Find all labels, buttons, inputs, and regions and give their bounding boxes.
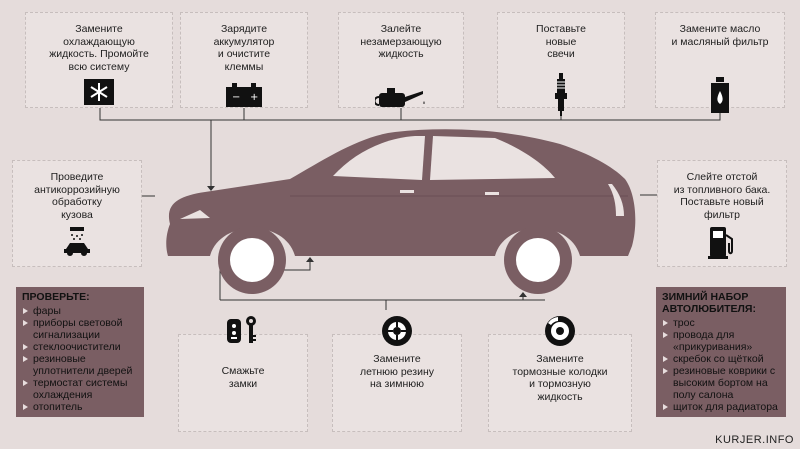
tip-anticorrosion-label: Проведите антикоррозийную обработку кузо… <box>34 171 120 221</box>
tip-locks: Смажьте замки <box>178 316 308 432</box>
svg-text:−: − <box>232 92 240 103</box>
spark-plug-icon <box>554 73 568 122</box>
tip-coolant-label: Замените охлаждающую жидкость. Промойте … <box>49 23 149 73</box>
tip-fuel-filter-label: Слейте отстой из топливного бака. Постав… <box>673 171 771 221</box>
tip-spark-plugs-label: Поставьте новые свечи <box>536 23 586 60</box>
tip-brakes-label: Замените тормозные колодки и тормозную ж… <box>512 353 608 403</box>
tip-oil-change-label: Замените масло и масляный фильтр <box>671 23 769 48</box>
check-list: фары приборы световой сигнализации стекл… <box>22 305 138 413</box>
car-key-icon <box>225 315 261 350</box>
winter-kit-list: трос провода для «прикуривания» скребок … <box>662 317 780 413</box>
list-item: резиновые коврики с высоким бортом на по… <box>662 365 780 401</box>
oil-canister-icon <box>709 77 731 118</box>
source-credit: KURJER.INFO <box>715 434 794 446</box>
tip-battery: Зарядите аккумулятор и очистите клеммы −… <box>180 12 308 108</box>
tip-coolant: Замените охлаждающую жидкость. Промойте … <box>25 12 173 108</box>
fuel-pump-icon <box>708 227 736 264</box>
snowflake-icon <box>84 79 114 110</box>
list-item: приборы световой сигнализации <box>22 317 138 341</box>
tip-tires: Замените летнюю резину на зимнюю <box>332 316 462 432</box>
list-item: фары <box>22 305 138 317</box>
list-item: термостат системы охлаждения <box>22 377 138 401</box>
tip-anticorrosion: Проведите антикоррозийную обработку кузо… <box>12 160 142 267</box>
check-panel: ПРОВЕРЬТЕ: фары приборы световой сигнали… <box>16 287 144 417</box>
list-item: щиток для радиатора <box>662 401 780 413</box>
svg-text:+: + <box>250 92 258 103</box>
tip-brakes: Замените тормозные колодки и тормозную ж… <box>488 316 632 432</box>
list-item: стеклоочистители <box>22 341 138 353</box>
check-panel-title: ПРОВЕРЬТЕ: <box>22 291 90 303</box>
tip-antifreeze-label: Залейте незамерзающую жидкость <box>360 23 442 60</box>
car-silhouette <box>166 129 636 294</box>
list-item: провода для «прикуривания» <box>662 329 780 353</box>
list-item: отопитель <box>22 401 138 413</box>
tip-antifreeze: Залейте незамерзающую жидкость <box>338 12 464 108</box>
tip-tires-label: Замените летнюю резину на зимнюю <box>359 353 435 390</box>
list-item: скребок со щёткой <box>662 353 780 365</box>
battery-icon: −+ <box>226 83 262 112</box>
tip-battery-label: Зарядите аккумулятор и очистите клеммы <box>213 23 275 73</box>
tip-fuel-filter: Слейте отстой из топливного бака. Постав… <box>657 160 787 267</box>
tip-spark-plugs: Поставьте новые свечи <box>497 12 625 116</box>
tip-oil-change: Замените масло и масляный фильтр <box>655 12 785 113</box>
brake-disc-icon <box>544 315 576 352</box>
list-item: трос <box>662 317 780 329</box>
winter-kit-title: ЗИМНИЙ НАБОР АВТОЛЮБИТЕЛЯ: <box>662 291 756 315</box>
list-item: резиновые уплотнители дверей <box>22 353 138 377</box>
oil-can-icon <box>373 85 427 116</box>
winter-kit-panel: ЗИМНИЙ НАБОР АВТОЛЮБИТЕЛЯ: трос провода … <box>656 287 786 417</box>
tire-icon <box>381 315 413 352</box>
tip-locks-label: Смажьте замки <box>221 365 265 390</box>
car-wash-icon <box>62 227 92 262</box>
